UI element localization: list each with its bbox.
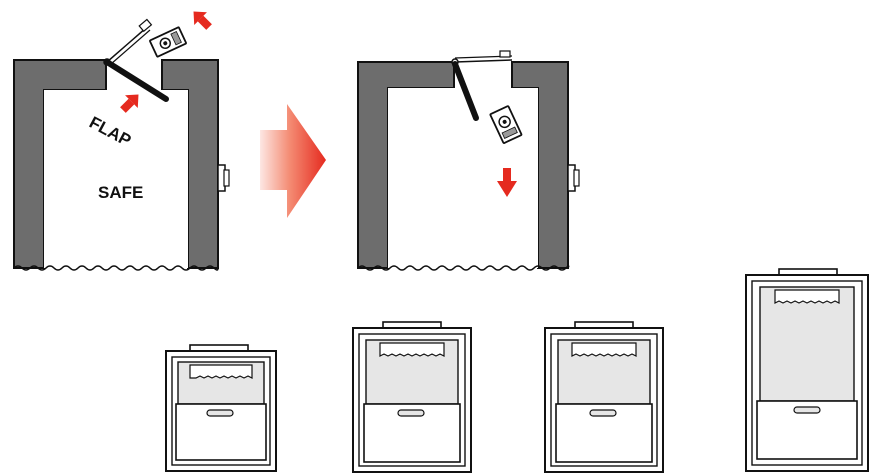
lock-knob-cap xyxy=(223,169,230,187)
cut-line xyxy=(357,265,570,271)
deposit-panel xyxy=(759,286,855,402)
chute-lid xyxy=(106,27,147,63)
safe-front-medium xyxy=(352,321,472,473)
cut-line xyxy=(13,265,219,271)
safe-cross-section-insert: FLAP SAFE xyxy=(13,11,230,271)
drawer-handle xyxy=(206,409,234,417)
safe-interior xyxy=(388,88,538,268)
safe-interior xyxy=(44,90,188,268)
safe-label: SAFE xyxy=(98,183,143,202)
deposit-slot xyxy=(571,342,637,357)
push-note-arrow xyxy=(193,11,212,30)
banknote xyxy=(489,105,523,144)
transition-arrow xyxy=(260,104,326,218)
safe-front-small xyxy=(165,344,277,472)
lock-knob-cap xyxy=(573,169,580,187)
deposit-slot xyxy=(379,342,445,357)
fall-down-arrow xyxy=(497,168,517,197)
chute-lid-tab xyxy=(138,18,153,33)
drawer-handle xyxy=(397,409,425,417)
banknote xyxy=(149,26,187,58)
chute-lid-inner xyxy=(110,29,151,65)
deposit-slot xyxy=(774,289,840,304)
deposit-slot xyxy=(189,364,253,379)
safe-cross-section-drop xyxy=(357,50,580,271)
chute-lid xyxy=(454,59,513,63)
drawer-handle xyxy=(589,409,617,417)
safe-front-medium-2 xyxy=(544,321,664,473)
push-flap-arrow xyxy=(120,94,139,113)
drawer-handle xyxy=(793,406,821,414)
safe-front-large xyxy=(745,268,869,472)
flap xyxy=(452,61,479,121)
flap xyxy=(104,59,169,102)
chute-lid-tab xyxy=(499,50,511,58)
